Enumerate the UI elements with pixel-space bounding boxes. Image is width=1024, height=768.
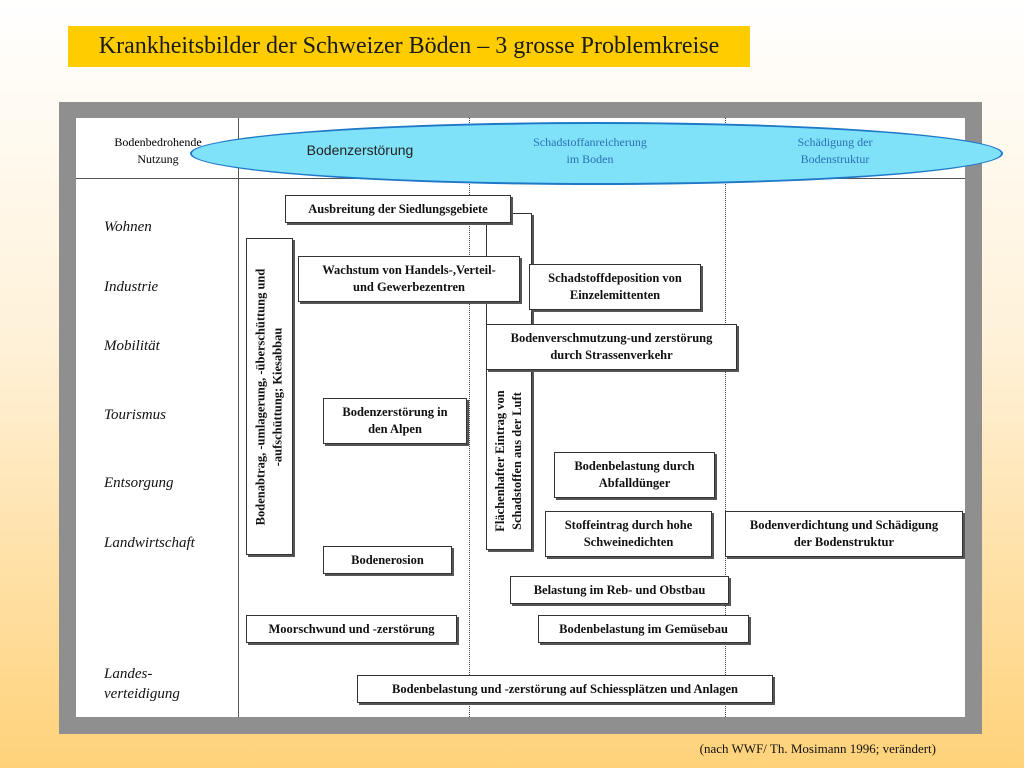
row-wohnen: Wohnen: [104, 219, 152, 235]
box-schiessplaetze: Bodenbelastung und -zerstörung auf Schie…: [357, 675, 773, 703]
header-bodenstruktur-line2: Bodenstruktur: [800, 152, 870, 166]
box-alpen: Bodenzerstörung in den Alpen: [323, 398, 467, 444]
row-industrie: Industrie: [104, 279, 159, 295]
box-bodenverdichtung: Bodenverdichtung und Schädigung der Bode…: [725, 511, 963, 557]
box-schweinedichten-line2: Schweinedichten: [583, 535, 674, 549]
box-bodenabtrag-line1: Bodenabtrag, -umlagerung, -überschüttung…: [253, 268, 268, 526]
header-nutzung-line1: Bodenbedrohende: [114, 135, 202, 149]
header-schadstoffe-line2: im Boden: [566, 152, 614, 166]
box-luft-eintrag-text: Flächenhafter Eintrag von Schadstoffen a…: [492, 371, 526, 551]
box-bodenverdichtung-line1: Bodenverdichtung und Schädigung: [749, 518, 939, 532]
box-alpen-line2: den Alpen: [368, 422, 422, 436]
box-bodenverdichtung-line2: der Bodenstruktur: [793, 535, 895, 549]
source-note: (nach WWF/ Th. Mosimann 1996; verändert): [699, 741, 936, 756]
box-bodenabtrag: [246, 238, 293, 555]
column-divider-2: [469, 118, 470, 717]
header-bodenstruktur-line1: Schädigung der: [797, 135, 873, 149]
box-einzelemittenten-line2: Einzelemittenten: [569, 288, 661, 302]
box-siedlungsgebiete: Ausbreitung der Siedlungsgebiete: [285, 195, 511, 223]
usage-column-divider: [238, 118, 239, 717]
row-mobilitaet: Mobilität: [104, 338, 160, 354]
box-abfallduenger: Bodenbelastung durch Abfalldünger: [554, 452, 715, 498]
box-luft-eintrag-line1: Flächenhafter Eintrag von: [493, 390, 507, 532]
box-bodenabtrag-line2: -aufschüttung; Kiesabbau: [270, 327, 285, 467]
slide-title: Krankheitsbilder der Schweizer Böden – 3…: [68, 26, 750, 67]
box-einzelemittenten: Schadstoffdeposition von Einzelemittente…: [529, 264, 701, 310]
row-entsorgung: Entsorgung: [104, 475, 174, 491]
row-landesverteidigung-line1: Landes-: [104, 666, 153, 682]
box-reb-obstbau: Belastung im Reb- und Obstbau: [510, 576, 729, 604]
box-abfallduenger-line2: Abfalldünger: [598, 476, 671, 490]
box-einzelemittenten-line1: Schadstoffdeposition von: [548, 271, 682, 285]
box-bodenabtrag-text: Bodenabtrag, -umlagerung, -überschüttung…: [253, 240, 287, 555]
box-gewerbezentren: Wachstum von Handels-,Verteil- und Gewer…: [298, 256, 520, 302]
box-alpen-line1: Bodenzerstörung in: [342, 405, 448, 419]
row-landwirtschaft: Landwirtschaft: [104, 535, 195, 551]
box-strassenverkehr-line1: Bodenverschmutzung-und zerstörung: [510, 331, 713, 345]
box-gewerbezentren-line1: Wachstum von Handels-,Verteil-: [322, 263, 496, 277]
box-abfallduenger-line1: Bodenbelastung durch: [574, 459, 695, 473]
row-landesverteidigung-line2: verteidigung: [104, 686, 180, 702]
box-bodenerosion: Bodenerosion: [323, 546, 452, 574]
header-bodenzerstoerung: Bodenzerstörung: [306, 142, 414, 158]
box-moorschwund: Moorschwund und -zerstörung: [246, 615, 457, 643]
problem-areas-highlight: [190, 122, 1003, 185]
column-divider-3: [725, 118, 726, 717]
box-strassenverkehr: Bodenverschmutzung-und zerstörung durch …: [486, 324, 737, 370]
box-gemuesebau: Bodenbelastung im Gemüsebau: [538, 615, 749, 643]
box-luft-eintrag-line2: Schadstoffen aus der Luft: [510, 392, 524, 530]
header-schadstoffe-line1: Schadstoffanreicherung: [533, 135, 647, 149]
header-bodenstruktur: Schädigung der Bodenstruktur: [760, 134, 910, 168]
box-schweinedichten-line1: Stoffeintrag durch hohe: [564, 518, 693, 532]
header-nutzung-line2: Nutzung: [137, 152, 179, 166]
header-schadstoffe: Schadstoffanreicherung im Boden: [495, 134, 685, 168]
row-tourismus: Tourismus: [104, 407, 166, 423]
header-nutzung: Bodenbedrohende Nutzung: [90, 134, 226, 168]
box-schweinedichten: Stoffeintrag durch hohe Schweinedichten: [545, 511, 712, 557]
row-landesverteidigung: Landes- verteidigung: [104, 664, 180, 704]
box-strassenverkehr-line2: durch Strassenverkehr: [550, 348, 673, 362]
box-gewerbezentren-line2: und Gewerbezentren: [353, 280, 465, 294]
